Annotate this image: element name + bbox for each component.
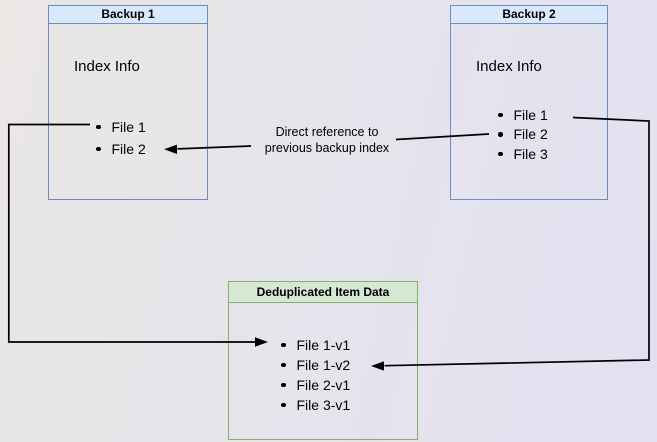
bullet-icon [96, 124, 101, 130]
list-item: File 1 [96, 116, 146, 138]
list-item: File 1-v2 [281, 355, 350, 375]
file-label: File 3-v1 [296, 397, 351, 413]
backup2-subtitle: Index Info [476, 58, 542, 75]
file-label: File 2-v1 [296, 377, 351, 393]
bullet-icon [281, 342, 286, 348]
backup2-title: Backup 2 [451, 6, 607, 24]
backup1-title: Backup 1 [49, 6, 207, 24]
list-item: File 2 [498, 125, 548, 145]
bullet-icon [281, 382, 286, 388]
bullet-icon [96, 146, 101, 152]
list-item: File 1-v1 [281, 335, 350, 355]
list-item: File 2-v1 [281, 375, 350, 395]
backup1-file-list: File 1 File 2 [96, 116, 146, 160]
file-label: File 2 [111, 141, 146, 157]
bullet-icon [498, 151, 503, 156]
file-label: File 2 [513, 126, 548, 143]
list-item: File 2 [96, 138, 146, 160]
reference-arrow-label: Direct reference to previous backup inde… [245, 125, 409, 156]
list-item: File 3-v1 [281, 395, 350, 415]
file-label: File 1-v1 [296, 337, 351, 353]
reference-arrow-label-line1: Direct reference to [275, 125, 379, 139]
dedup-title: Deduplicated Item Data [229, 282, 417, 303]
file-label: File 1-v2 [296, 357, 351, 373]
dedup-file-list: File 1-v1 File 1-v2 File 2-v1 File 3-v1 [281, 335, 350, 415]
file-label: File 3 [513, 145, 548, 162]
bullet-icon [281, 402, 286, 408]
bullet-icon [498, 112, 503, 117]
reference-arrow-label-line2: previous backup index [264, 140, 390, 155]
bullet-icon [498, 132, 503, 137]
backup1-subtitle: Index Info [74, 58, 140, 75]
list-item: File 1 [498, 105, 548, 125]
list-item: File 3 [498, 144, 548, 164]
file-label: File 1 [513, 106, 548, 123]
file-label: File 1 [111, 119, 146, 135]
bullet-icon [281, 362, 286, 368]
backup2-box: Backup 2 Index Info File 1 File 2 File 3 [450, 5, 608, 200]
backup1-box: Backup 1 Index Info File 1 File 2 [48, 5, 208, 200]
backup2-file-list: File 1 File 2 File 3 [498, 105, 548, 164]
dedup-box: Deduplicated Item Data File 1-v1 File 1-… [228, 281, 418, 440]
